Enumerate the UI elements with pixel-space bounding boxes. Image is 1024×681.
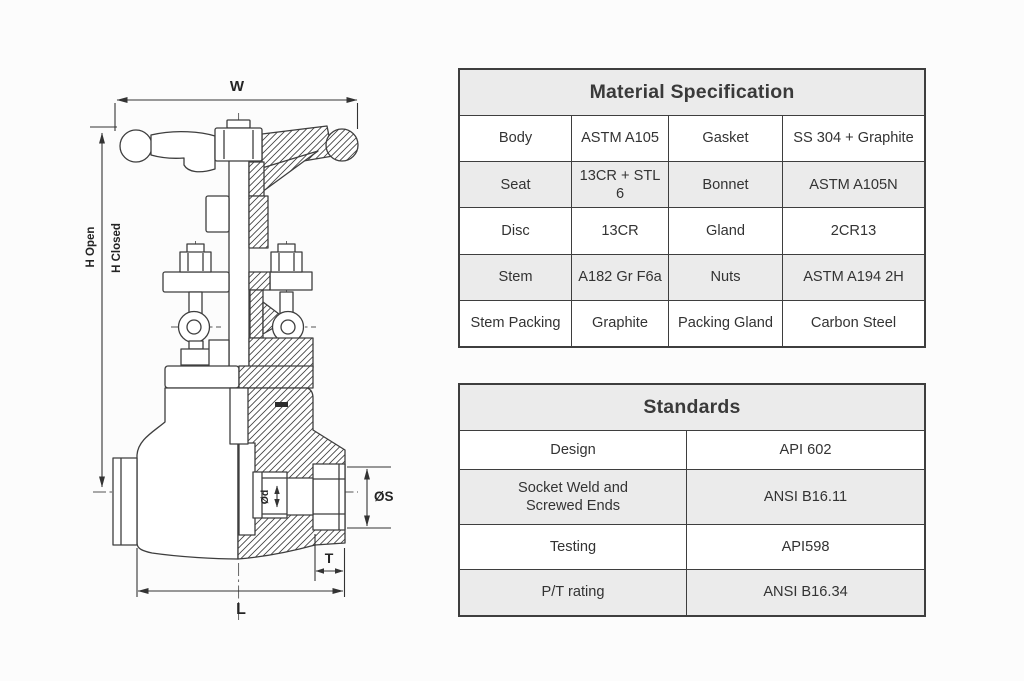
table-cell-value: ASTM A194 2H xyxy=(782,253,924,300)
left-eye-pin xyxy=(186,319,202,335)
table-cell-value: SS 304 + Graphite xyxy=(782,115,924,162)
dimension-od: Ød xyxy=(259,485,280,508)
table-cell-value: 13CR xyxy=(571,207,668,254)
left-bolt-nut xyxy=(179,251,212,273)
left-lower-nut xyxy=(180,348,212,366)
dimension-t: T xyxy=(314,534,346,597)
table-cell-label: P/T rating xyxy=(460,569,686,615)
dimension-os-label: ØS xyxy=(374,489,394,504)
table-cell-value: Carbon Steel xyxy=(782,299,924,346)
material-spec-title: Material Specification xyxy=(460,70,924,115)
standards-grid: Design API 602 Socket Weld and Screwed E… xyxy=(460,430,924,615)
dimension-h: H Open H Closed xyxy=(85,126,123,488)
valve-geometry xyxy=(112,119,359,560)
seat-gasket-mark xyxy=(275,402,288,407)
table-cell-value: A182 Gr F6a xyxy=(571,253,668,300)
dimension-os: ØS xyxy=(347,466,394,529)
handwheel-left-knob xyxy=(119,129,153,163)
material-spec-table: Material Specification Body ASTM A105 Ga… xyxy=(458,68,926,348)
valve-body xyxy=(112,365,346,560)
table-cell-value: API 602 xyxy=(686,430,924,469)
table-cell-value: 13CR + STL 6 xyxy=(571,161,668,208)
table-cell-value: 2CR13 xyxy=(782,207,924,254)
material-spec-grid: Body ASTM A105 Gasket SS 304 + Graphite … xyxy=(460,115,924,346)
table-cell-label: Bonnet xyxy=(668,161,782,208)
table-cell-value: ASTM A105N xyxy=(782,161,924,208)
dimension-h-closed-label: H Closed xyxy=(111,223,123,273)
dimension-l: L xyxy=(136,548,344,618)
table-cell-label: Testing xyxy=(460,524,686,569)
table-cell-label: Design xyxy=(460,430,686,469)
packing-upper-section xyxy=(248,161,265,197)
handwheel xyxy=(119,119,359,193)
bonnet-lower-left xyxy=(208,339,230,369)
standards-table: Standards Design API 602 Socket Weld and… xyxy=(458,383,926,617)
body-flange-right-section xyxy=(238,365,314,389)
table-cell-label: Seat xyxy=(460,161,571,208)
bonnet-left xyxy=(205,195,230,233)
seat-ring xyxy=(252,471,288,519)
port-bore xyxy=(285,477,314,516)
dimension-l-label: L xyxy=(236,601,246,618)
table-cell-label: Socket Weld and Screwed Ends xyxy=(460,469,686,524)
body-flange-left xyxy=(164,365,240,389)
right-bolt-nut xyxy=(270,251,303,273)
table-cell-label: Stem xyxy=(460,253,571,300)
dimension-w: W xyxy=(114,78,359,131)
table-cell-value: API598 xyxy=(686,524,924,569)
dimension-w-label: W xyxy=(230,78,245,95)
right-socket-bore xyxy=(312,463,346,531)
table-cell-value: ANSI B16.11 xyxy=(686,469,924,524)
table-cell-value: ANSI B16.34 xyxy=(686,569,924,615)
yoke-plate-right xyxy=(269,271,313,291)
handwheel-right-knob xyxy=(325,128,359,162)
gland-section xyxy=(249,289,264,339)
dimensions: W H Open H Closed ØS T L xyxy=(85,78,394,618)
left-socket-end xyxy=(112,457,138,546)
yoke-plate-right-section xyxy=(248,271,271,291)
right-eye-pin xyxy=(280,319,296,335)
table-cell-label: Disc xyxy=(460,207,571,253)
left-lower-stud xyxy=(188,340,204,350)
dimension-t-label: T xyxy=(325,550,334,566)
yoke-plate-left xyxy=(162,271,230,293)
yoke xyxy=(162,243,314,369)
bonnet-lower-section xyxy=(248,337,314,369)
handwheel-nut xyxy=(214,127,263,162)
table-cell-label: Body xyxy=(460,115,571,161)
table-cell-label: Nuts xyxy=(668,253,782,300)
standards-title: Standards xyxy=(460,385,924,430)
table-cell-value: ASTM A105 xyxy=(571,115,668,162)
table-cell-label: Gland xyxy=(668,207,782,254)
table-cell-label: Gasket xyxy=(668,115,782,162)
stem-cap xyxy=(226,119,251,129)
dimension-od-label: Ød xyxy=(259,490,271,505)
valve-section-drawing: W H Open H Closed ØS T L xyxy=(85,78,394,620)
bonnet-right-section xyxy=(248,195,269,249)
stem-lower xyxy=(229,387,249,445)
bonnet xyxy=(205,161,269,249)
table-cell-value: Graphite xyxy=(571,299,668,346)
dimension-h-open-label: H Open xyxy=(85,227,97,268)
table-cell-label: Stem Packing xyxy=(460,299,571,346)
handwheel-left-spoke xyxy=(150,130,216,173)
table-cell-label: Packing Gland xyxy=(668,299,782,346)
body-left-half xyxy=(136,387,239,560)
